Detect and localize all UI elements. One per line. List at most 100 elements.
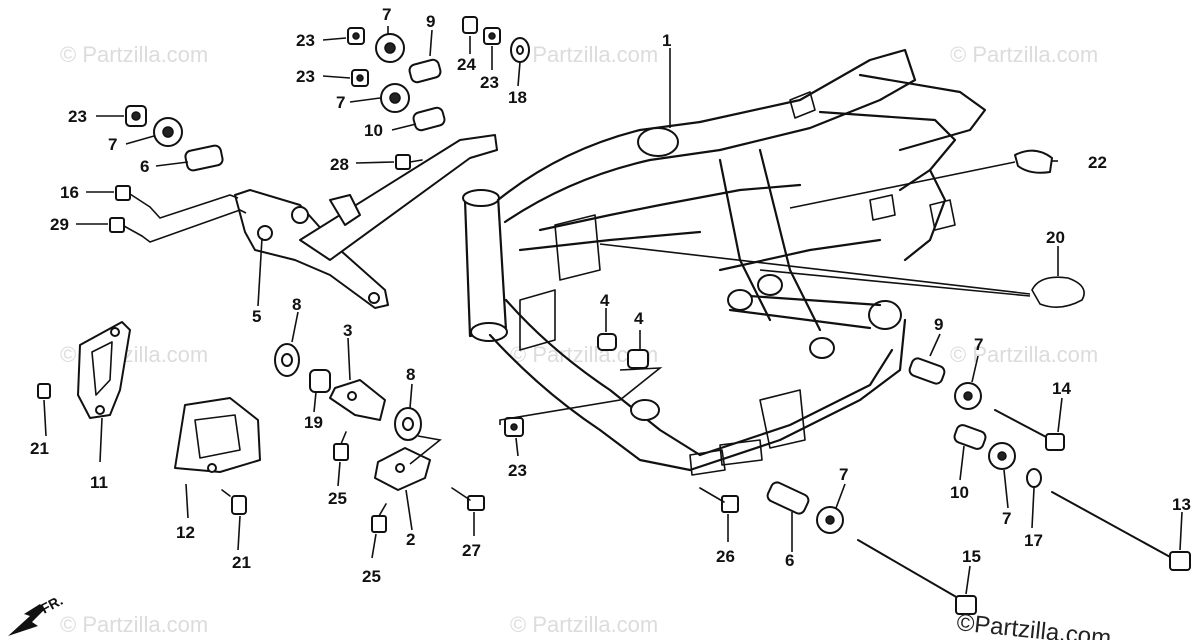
callout-7: 7 — [839, 465, 848, 484]
callout-21: 21 — [232, 553, 251, 572]
cover-plate-part-11[interactable] — [77, 321, 131, 419]
front-direction-indicator: FR. — [8, 592, 65, 636]
bolt-part-28[interactable] — [395, 154, 423, 170]
washer-part-18[interactable] — [510, 37, 530, 63]
watermark: © Partzilla.com — [510, 612, 658, 637]
callout-3: 3 — [343, 321, 352, 340]
callout-16: 16 — [60, 183, 79, 202]
cover-plate-part-12[interactable] — [174, 397, 261, 473]
bracket-part-5[interactable] — [234, 134, 498, 309]
callout-9: 9 — [934, 315, 943, 334]
callout-10: 10 — [950, 483, 969, 502]
grommet-part-8-a[interactable] — [274, 343, 300, 377]
callout-29: 29 — [50, 215, 69, 234]
rubber-mount-part-7-a[interactable] — [375, 33, 405, 63]
screw-part-21-a[interactable] — [37, 383, 51, 399]
callout-25: 25 — [362, 567, 381, 586]
clamp-part-20[interactable] — [1031, 276, 1085, 308]
callout-26: 26 — [716, 547, 735, 566]
callout-6: 6 — [785, 551, 794, 570]
bolt-part-13[interactable] — [1051, 491, 1191, 571]
callout-23: 23 — [296, 67, 315, 86]
front-arrow-icon — [8, 604, 44, 636]
callout-23: 23 — [68, 107, 87, 126]
callout-7: 7 — [108, 135, 117, 154]
callout-19: 19 — [304, 413, 323, 432]
callout-4: 4 — [634, 309, 644, 328]
callout-23: 23 — [508, 461, 527, 480]
collar-part-4-a[interactable] — [597, 333, 617, 351]
callout-9: 9 — [426, 12, 435, 31]
watermarks: © Partzilla.com © Partzilla.com © Partzi… — [60, 42, 1098, 637]
bolt-part-16[interactable] — [115, 185, 151, 208]
callout-2: 2 — [406, 530, 415, 549]
rubber-mount-part-7-c[interactable] — [153, 117, 183, 147]
bolt-part-14[interactable] — [994, 409, 1065, 451]
clamp-part-22[interactable] — [1014, 149, 1053, 174]
nut-part-23-d[interactable] — [483, 27, 501, 45]
bolt-part-15[interactable] — [857, 539, 977, 615]
callout-7: 7 — [336, 93, 345, 112]
callout-24: 24 — [457, 55, 476, 74]
callout-17: 17 — [1024, 531, 1043, 550]
callout-23: 23 — [480, 73, 499, 92]
watermark: © Partzilla.com — [950, 42, 1098, 67]
callout-13: 13 — [1172, 495, 1191, 514]
callout-21: 21 — [30, 439, 49, 458]
callout-7: 7 — [382, 5, 391, 24]
bolt-part-26[interactable] — [699, 487, 739, 513]
nut-part-23-e[interactable] — [504, 417, 524, 437]
callout-11: 11 — [90, 473, 108, 492]
watermark: © Partzilla.com — [510, 42, 658, 67]
collar-part-24[interactable] — [462, 16, 478, 34]
callout-22: 22 — [1088, 153, 1107, 172]
callout-8: 8 — [406, 365, 415, 384]
washer-part-17[interactable] — [1026, 468, 1042, 488]
callout-5: 5 — [252, 307, 261, 326]
rubber-mount-part-7-e[interactable] — [988, 442, 1016, 470]
copyright-text: ©Partzilla.com — [955, 609, 1112, 640]
watermark: © Partzilla.com — [950, 342, 1098, 367]
callout-15: 15 — [962, 547, 981, 566]
collar-part-9-a[interactable] — [408, 58, 442, 84]
callout-1: 1 — [662, 31, 671, 50]
collar-part-10-b[interactable] — [953, 423, 987, 450]
main-frame-part-1[interactable] — [462, 48, 987, 476]
rubber-mount-part-7-f[interactable] — [816, 506, 844, 534]
rubber-mount-part-7-b[interactable] — [380, 83, 410, 113]
callout-labels: 1 2 3 4 4 5 6 6 7 7 7 7 7 7 8 8 9 9 10 1… — [30, 5, 1191, 586]
collar-part-6-b[interactable] — [766, 480, 811, 515]
watermark: © Partzilla.com — [60, 42, 208, 67]
collar-part-4-b[interactable] — [627, 349, 649, 369]
callout-14: 14 — [1052, 379, 1071, 398]
collar-part-19[interactable] — [309, 369, 331, 393]
callout-27: 27 — [462, 541, 481, 560]
callout-12: 12 — [176, 523, 195, 542]
watermark: © Partzilla.com — [60, 612, 208, 637]
callout-7: 7 — [974, 335, 983, 354]
collar-part-6-a[interactable] — [184, 144, 224, 172]
callout-25: 25 — [328, 489, 347, 508]
bolt-part-25-b[interactable] — [371, 503, 387, 533]
callout-18: 18 — [508, 88, 527, 107]
nut-part-23-c[interactable] — [125, 105, 147, 127]
bolt-part-29[interactable] — [109, 217, 143, 237]
bolt-part-25-a[interactable] — [333, 431, 349, 461]
nut-part-23-b[interactable] — [351, 69, 369, 87]
collar-part-9-b[interactable] — [908, 357, 946, 386]
screw-part-21-b[interactable] — [221, 489, 247, 515]
callout-7: 7 — [1002, 509, 1011, 528]
bracket-part-3[interactable] — [329, 379, 386, 421]
collar-part-10-a[interactable] — [412, 106, 446, 132]
nut-part-23-a[interactable] — [347, 27, 365, 45]
callout-6: 6 — [140, 157, 149, 176]
callout-10: 10 — [364, 121, 383, 140]
callout-20: 20 — [1046, 228, 1065, 247]
callout-28: 28 — [330, 155, 349, 174]
callout-8: 8 — [292, 295, 301, 314]
grommet-part-8-b[interactable] — [394, 407, 422, 441]
bolt-part-27[interactable] — [451, 487, 485, 511]
leader-lines — [43, 26, 1183, 595]
rubber-mount-part-7-d[interactable] — [954, 382, 982, 410]
